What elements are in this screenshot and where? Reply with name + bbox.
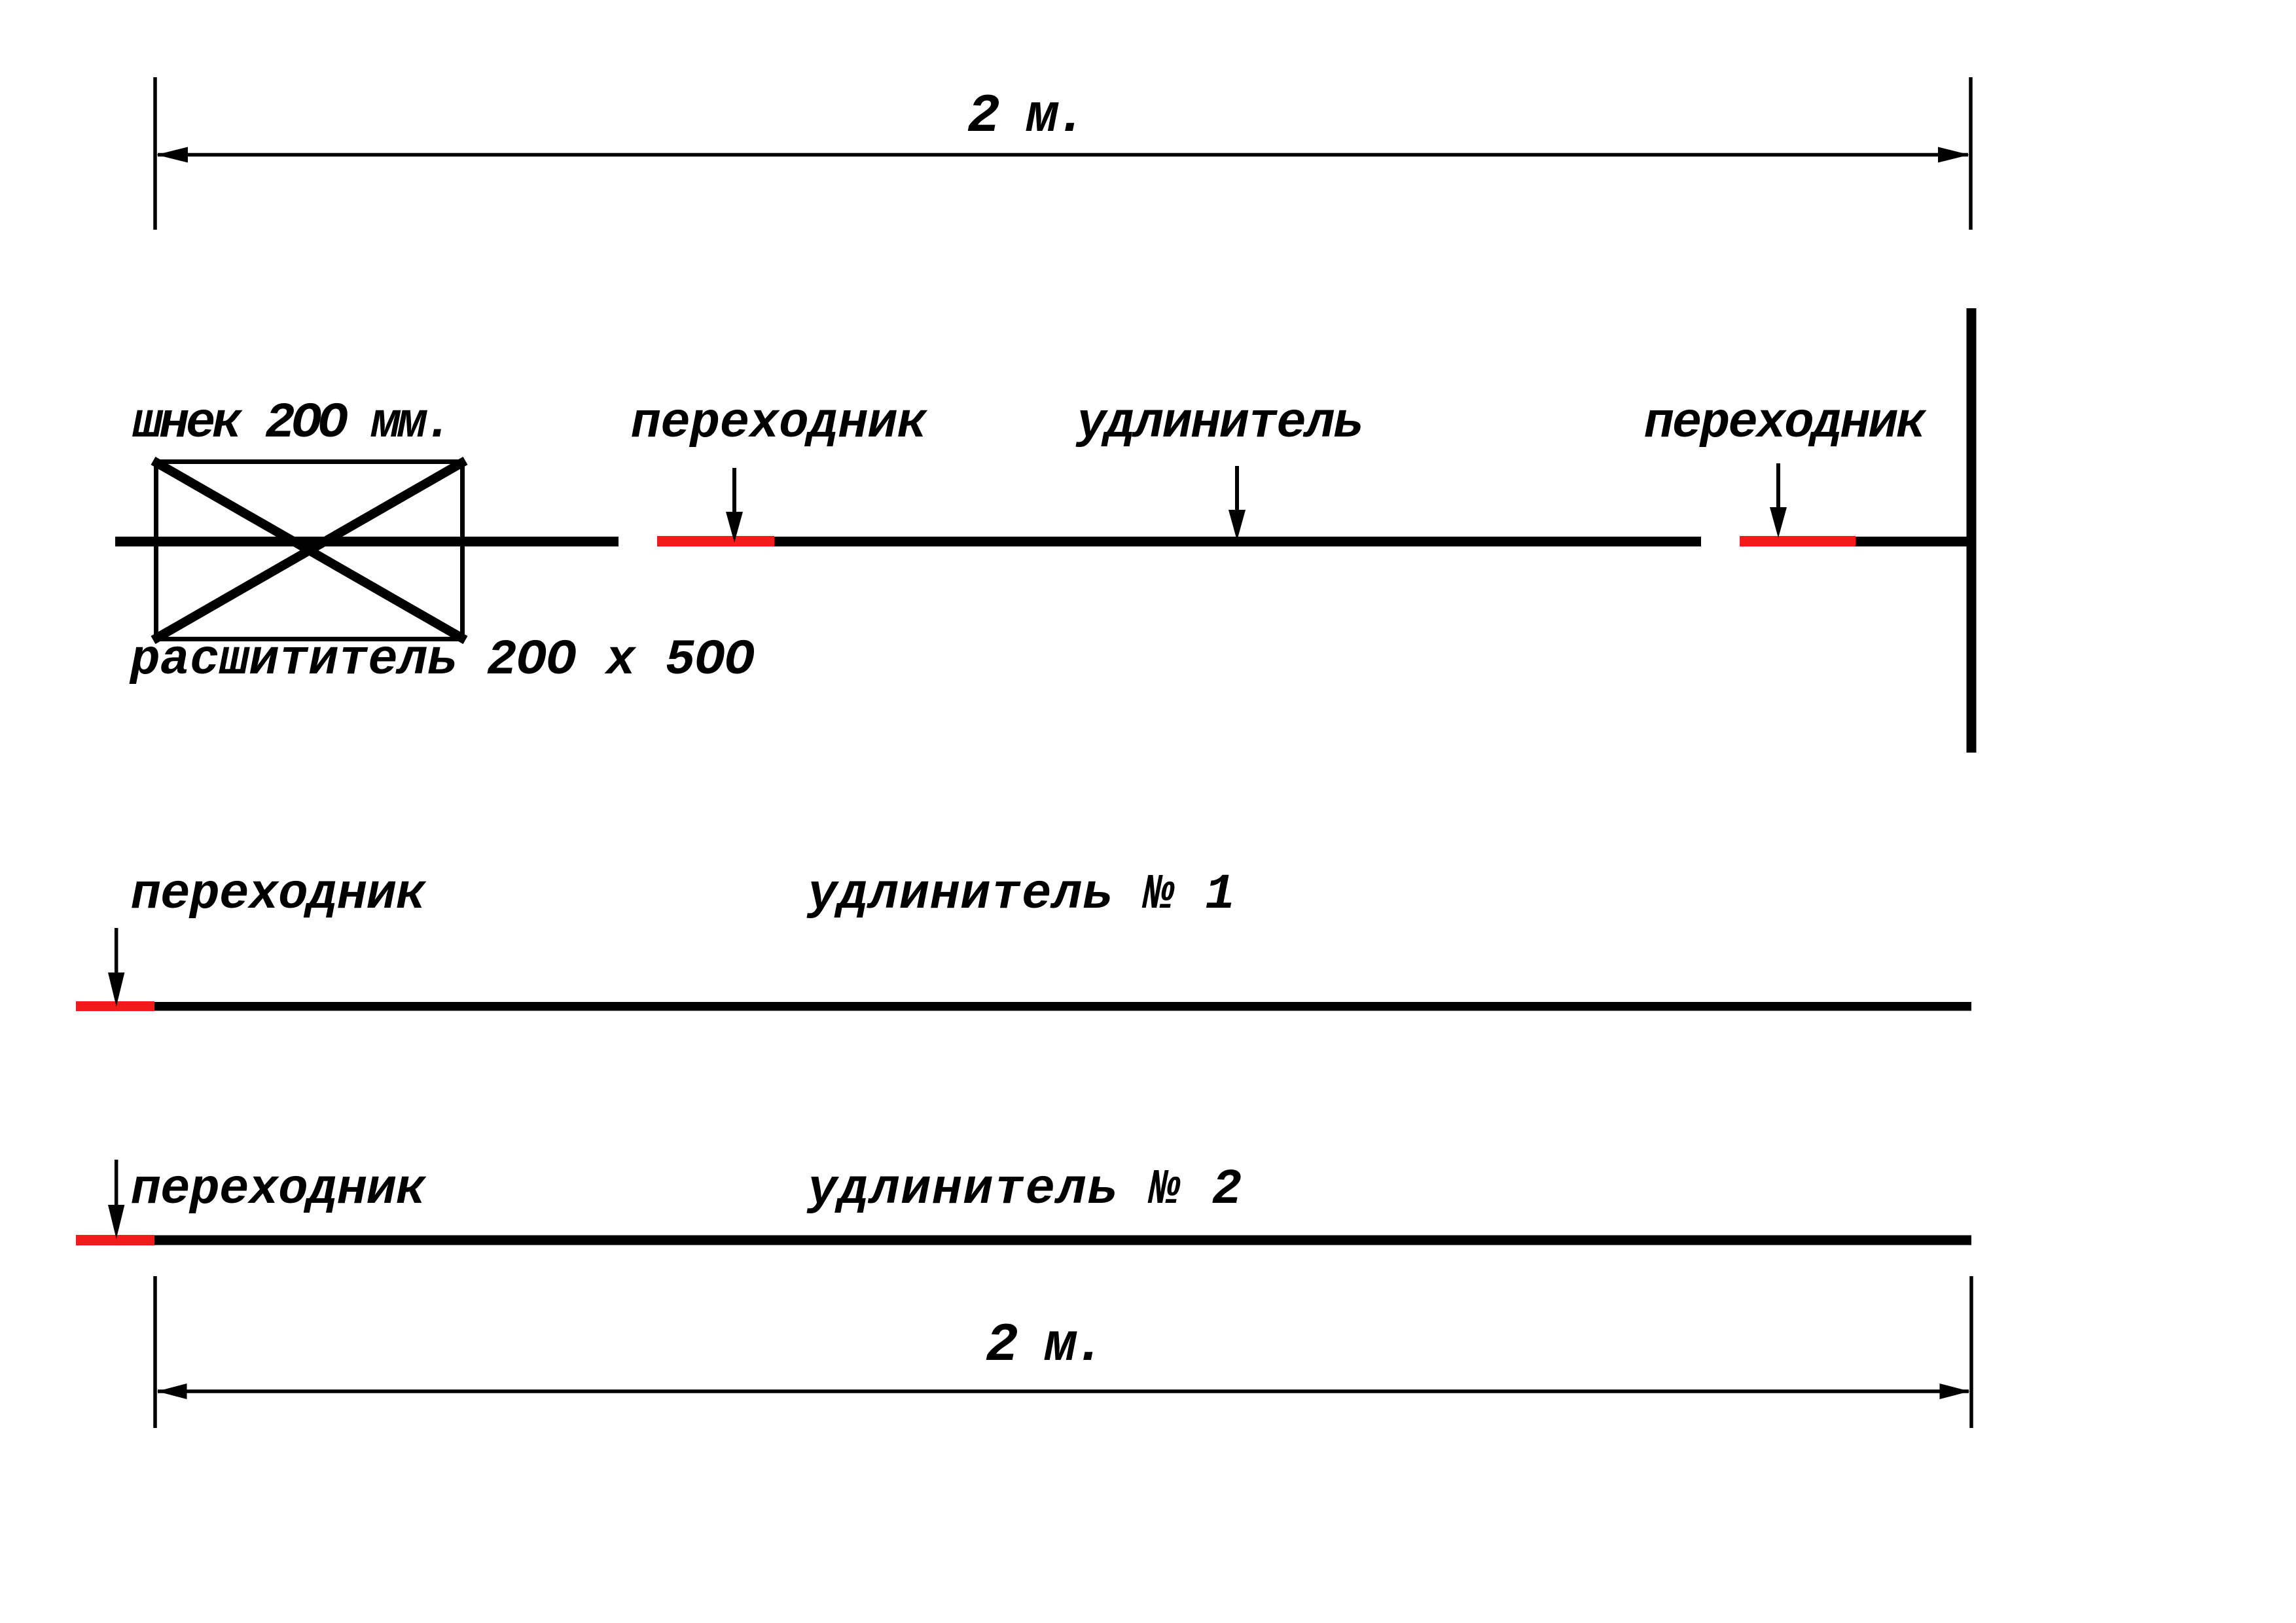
svg-text:расшититель 2OO х 5OO: расшититель 2OO х 5OO (129, 632, 755, 688)
svg-text:переходник: переходник (1644, 395, 1927, 452)
svg-text:переходник: переходник (631, 395, 928, 452)
svg-text:2 м.: 2 м. (967, 86, 1085, 147)
svg-text:удлинитель № 2: удлинитель № 2 (806, 1162, 1243, 1218)
svg-text:удлинитель № 1: удлинитель № 1 (806, 866, 1236, 923)
svg-text:шнек 2OO мм.: шнек 2OO мм. (132, 395, 450, 452)
svg-text:переходник: переходник (131, 866, 427, 923)
svg-text:переходник: переходник (131, 1162, 427, 1218)
svg-text:2 м.: 2 м. (986, 1315, 1103, 1376)
svg-text:удлинитель: удлинитель (1075, 395, 1362, 452)
